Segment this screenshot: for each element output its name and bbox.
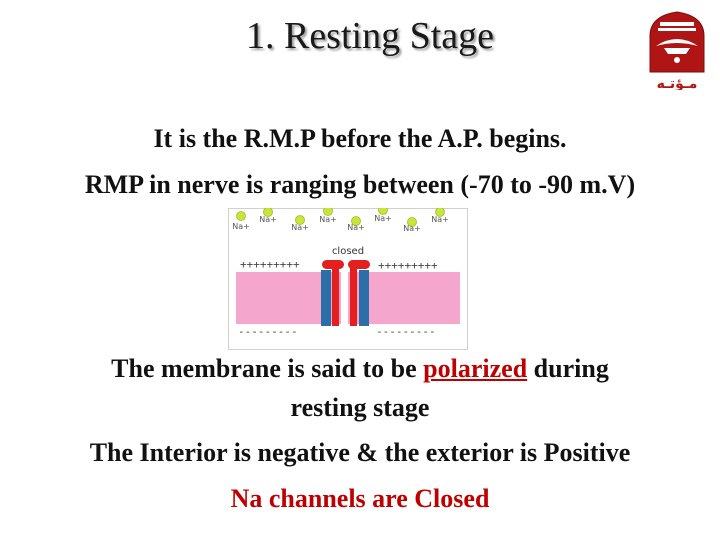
interior-exterior-statement: The Interior is negative & the exterior …	[89, 438, 631, 467]
polarized-prefix: The membrane is said to be	[111, 354, 417, 383]
na-ion: Na+	[347, 216, 365, 232]
na-ion-label: Na+	[291, 223, 309, 232]
sodium-ions: Na+ Na+ Na+ Na+ Na+ Na+ Na+ Na+	[232, 208, 449, 233]
na-ion-label: Na+	[259, 215, 277, 224]
channel-gate-right	[348, 260, 370, 269]
na-ion: Na+	[291, 215, 309, 232]
na-ion-label: Na+	[232, 222, 250, 231]
logo-caption: مـؤتـه	[657, 76, 698, 90]
polarized-statement-cont: resting stage	[290, 393, 430, 422]
channel-gate-left	[322, 260, 344, 269]
slide-title: 1. Resting Stage	[245, 15, 495, 57]
plus-charges-left: +++++++++	[240, 258, 300, 271]
na-ion: Na+	[403, 217, 421, 233]
polarized-word: polarized	[423, 354, 528, 383]
na-ion: Na+	[232, 211, 250, 231]
membrane-diagram: Na+ Na+ Na+ Na+ Na+ Na+ Na+ Na+ closed +…	[228, 208, 468, 350]
na-ion-label: Na+	[431, 215, 449, 224]
na-ion-label: Na+	[347, 223, 365, 232]
sodium-channel	[321, 260, 370, 326]
minus-charges-right: ---------	[376, 325, 436, 338]
polarized-suffix: during	[533, 354, 609, 383]
plus-charges-right: +++++++++	[378, 259, 438, 272]
na-channels-statement: Na channels are Closed	[230, 484, 490, 513]
na-ion: Na+	[374, 208, 392, 223]
na-ion: Na+	[319, 208, 337, 224]
na-ion-label: Na+	[319, 215, 337, 224]
na-ion-label: Na+	[374, 214, 392, 223]
na-ion: Na+	[259, 208, 277, 224]
na-ion: Na+	[431, 208, 449, 224]
rmp-range: RMP in nerve is ranging between (-70 to …	[84, 170, 636, 199]
closed-label: closed	[332, 246, 364, 257]
polarized-statement: The membrane is said to be polarized dur…	[0, 354, 720, 384]
na-ion-label: Na+	[403, 224, 421, 233]
rmp-definition: It is the R.M.P before the A.P. begins.	[153, 124, 567, 153]
minus-charges-left: ---------	[238, 325, 298, 338]
university-logo: مـؤتـه	[649, 11, 705, 90]
